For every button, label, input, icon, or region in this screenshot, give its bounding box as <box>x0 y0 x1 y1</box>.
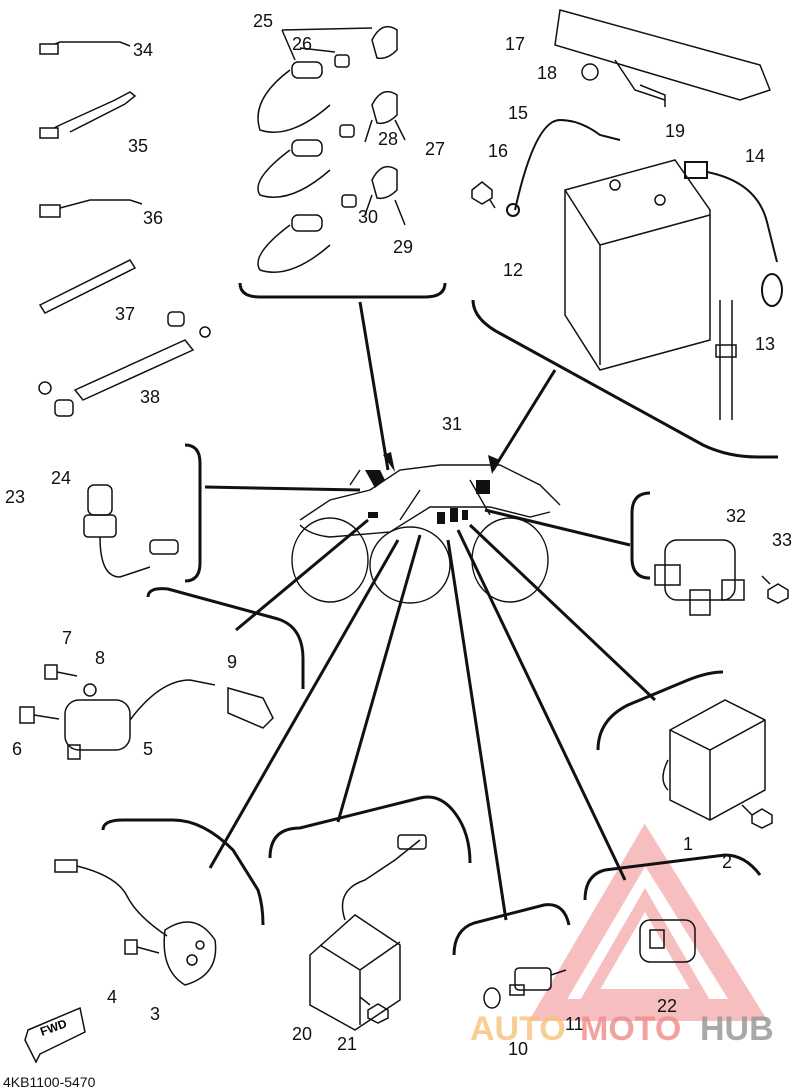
label-32: 32 <box>726 506 746 526</box>
label-28: 28 <box>378 129 398 149</box>
label-8: 8 <box>95 648 105 668</box>
label-1: 1 <box>683 834 693 854</box>
label-4: 4 <box>107 987 117 1007</box>
switch-24 <box>83 484 179 578</box>
starter-relay-32 <box>654 539 745 616</box>
label-26: 26 <box>292 34 312 54</box>
plug-cap-9 <box>227 687 274 729</box>
label-13: 13 <box>755 334 775 354</box>
watermark-triangle-logo <box>528 823 768 1021</box>
label-7: 7 <box>62 628 72 648</box>
connector-group-25-30 <box>257 25 406 273</box>
label-3: 3 <box>150 1004 160 1024</box>
label-12: 12 <box>503 260 523 280</box>
leader-lines <box>204 301 657 921</box>
callout-frames <box>101 282 778 956</box>
bolt-6 <box>19 706 60 724</box>
label-20: 20 <box>292 1024 312 1044</box>
label-23: 23 <box>5 487 25 507</box>
bolt-16 <box>471 181 496 209</box>
band-34 <box>39 41 131 55</box>
ignition-coil-5 <box>64 679 216 760</box>
bolt-4 <box>124 939 160 955</box>
grommet-18 <box>581 63 599 81</box>
bolt-2 <box>741 804 773 829</box>
label-31: 31 <box>442 414 462 434</box>
label-35: 35 <box>128 136 148 156</box>
breather-hose-13 <box>715 300 737 420</box>
band-35 <box>39 91 137 139</box>
cable-14 <box>684 161 783 307</box>
cdi-unit-1 <box>662 699 766 821</box>
diagram-code: 4KB1100-5470 <box>3 1074 96 1090</box>
label-6: 6 <box>12 739 22 759</box>
rectifier-regulator-20 <box>309 834 427 1031</box>
label-37: 37 <box>115 304 135 324</box>
label-19: 19 <box>665 121 685 141</box>
label-2: 2 <box>722 852 732 872</box>
watermark-hub: HUB <box>700 1010 774 1048</box>
clamp-36 <box>39 199 143 218</box>
battery-lead-15 <box>506 118 621 217</box>
label-25: 25 <box>253 11 273 31</box>
label-9: 9 <box>227 652 237 672</box>
fwd-arrow-badge: FWD <box>24 1006 86 1064</box>
battery-12 <box>564 159 711 371</box>
label-38: 38 <box>140 387 160 407</box>
pickup-coil-3 <box>54 859 217 986</box>
bolt-21 <box>359 996 389 1024</box>
label-36: 36 <box>143 208 163 228</box>
label-14: 14 <box>745 146 765 166</box>
neutral-switch-11 <box>509 967 567 996</box>
sleeve-37 <box>38 259 137 314</box>
wire-38 <box>38 311 211 417</box>
label-34: 34 <box>133 40 153 60</box>
label-15: 15 <box>508 103 528 123</box>
relay-22 <box>639 919 696 963</box>
label-30: 30 <box>358 207 378 227</box>
label-5: 5 <box>143 739 153 759</box>
atv-silhouette <box>291 464 561 604</box>
watermark-moto: MOTO <box>580 1010 681 1048</box>
watermark-auto: AUTO <box>470 1010 566 1048</box>
label-33: 33 <box>772 530 792 550</box>
label-24: 24 <box>51 468 71 488</box>
gasket-10 <box>483 987 501 1009</box>
label-18: 18 <box>537 63 557 83</box>
callout-numbers: 34 35 36 37 38 25 26 28 27 30 29 17 18 1… <box>5 11 792 1059</box>
label-17: 17 <box>505 34 525 54</box>
bolt-33 <box>761 575 789 604</box>
label-27: 27 <box>425 139 445 159</box>
label-22: 22 <box>657 996 677 1016</box>
bolt-7 <box>44 664 78 680</box>
label-11: 11 <box>565 1014 584 1034</box>
watermark-text: AUTO MOTO HUB <box>470 1010 774 1048</box>
leader-arrowheads <box>383 452 500 474</box>
label-10: 10 <box>508 1039 528 1059</box>
label-21: 21 <box>337 1034 357 1054</box>
washer-8 <box>83 683 97 697</box>
label-29: 29 <box>393 237 413 257</box>
atv-highlight-parts <box>365 470 490 524</box>
bracket-17 <box>554 9 771 107</box>
label-16: 16 <box>488 141 508 161</box>
